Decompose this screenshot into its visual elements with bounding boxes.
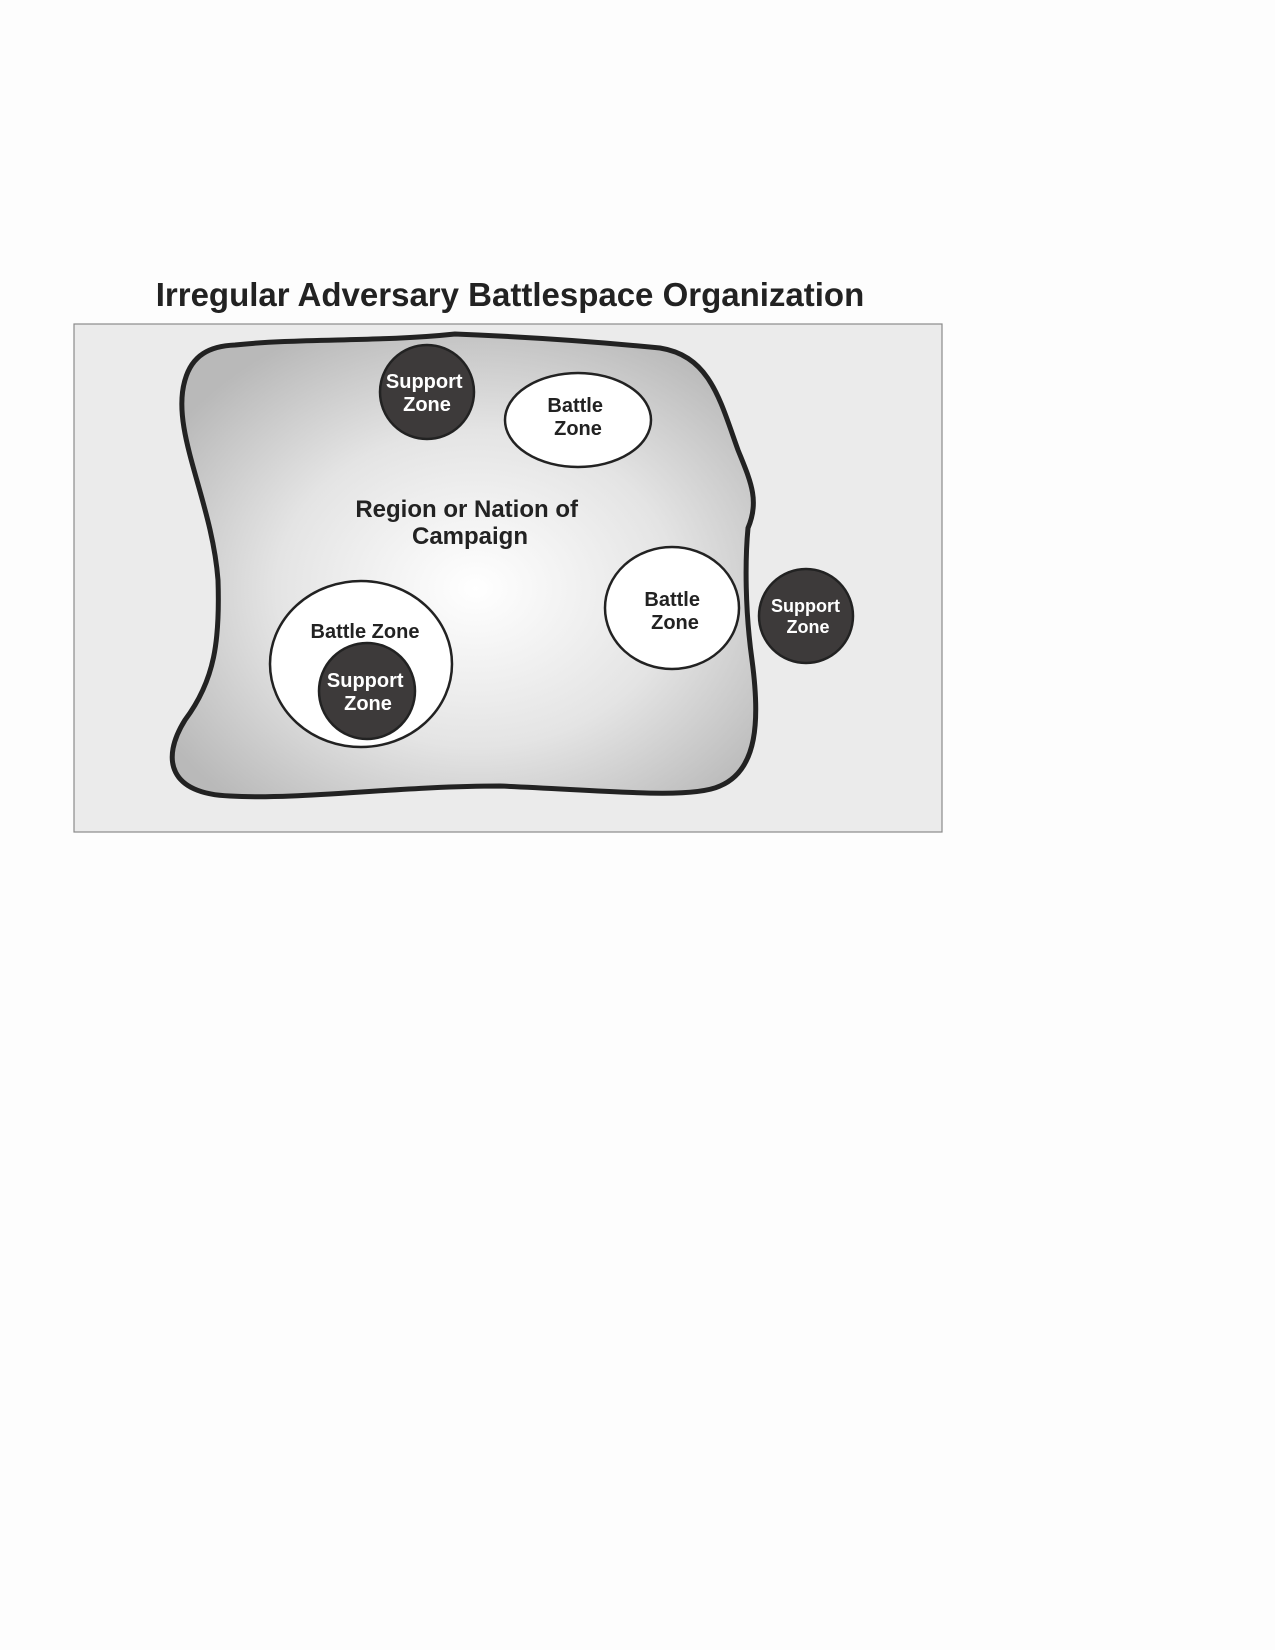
support-zone-outside-line-2: Zone: [787, 617, 830, 637]
battle-zone-top-line-1: Battle: [547, 395, 603, 417]
support-zone-nested: Support Zone: [317, 641, 417, 741]
svg-text:Battle Zone: Battle Zone: [547, 395, 608, 440]
support-zone-nested-line-1: Support: [327, 670, 404, 692]
battle-zone-lower-left: Battle Zone Support Zone: [268, 579, 454, 749]
support-zone-outside: Support Zone: [757, 567, 855, 665]
battle-zone-right: Battle Zone: [603, 545, 741, 671]
support-zone-top-line-2: Zone: [403, 394, 451, 416]
svg-text:Battle Zone: Battle Zone: [311, 621, 420, 643]
region-label-line-1: Region or Nation of: [355, 496, 579, 523]
support-zone-top-line-1: Support: [386, 371, 463, 393]
diagram-title: Irregular Adversary Battlespace Organiza…: [155, 276, 865, 313]
region-label: Region or Nation of Campaign: [355, 496, 584, 550]
svg-text:Battle Zone: Battle Zone: [644, 589, 705, 634]
support-zone-nested-line-2: Zone: [344, 693, 392, 715]
battle-zone-right-line-2: Zone: [651, 612, 699, 634]
support-zone-outside-line-1: Support: [771, 596, 840, 616]
battle-zone-lower-left-label: Battle Zone: [311, 621, 420, 643]
svg-text:Support Zone: Support Zone: [771, 596, 845, 637]
battle-zone-top: Battle Zone: [503, 371, 653, 469]
region-label-line-2: Campaign: [412, 523, 528, 550]
svg-text:Support Zone: Support Zone: [327, 670, 409, 715]
support-zone-top: Support Zone: [378, 343, 476, 441]
svg-text:Support Zone: Support Zone: [386, 371, 468, 416]
battle-zone-top-line-2: Zone: [554, 418, 602, 440]
battle-zone-right-line-1: Battle: [644, 589, 700, 611]
